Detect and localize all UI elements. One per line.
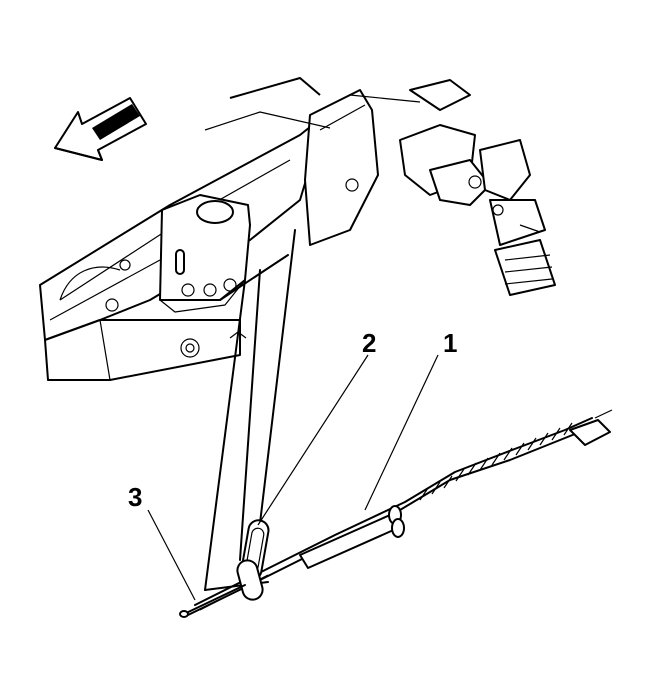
- callout-2: 2: [362, 328, 376, 358]
- callout-leaders: [147, 354, 439, 601]
- parking-brake-cable: [187, 409, 613, 616]
- callout-3: 3: [128, 482, 142, 512]
- cable-end: [179, 584, 246, 618]
- rear-crossmember: [204, 77, 421, 246]
- right-frame-bracket: [399, 79, 556, 296]
- cable-retaining-clip: [236, 519, 270, 601]
- mounting-bracket: [159, 194, 251, 313]
- callout-1: 1: [443, 328, 457, 358]
- forward-arrow-icon: [54, 97, 147, 161]
